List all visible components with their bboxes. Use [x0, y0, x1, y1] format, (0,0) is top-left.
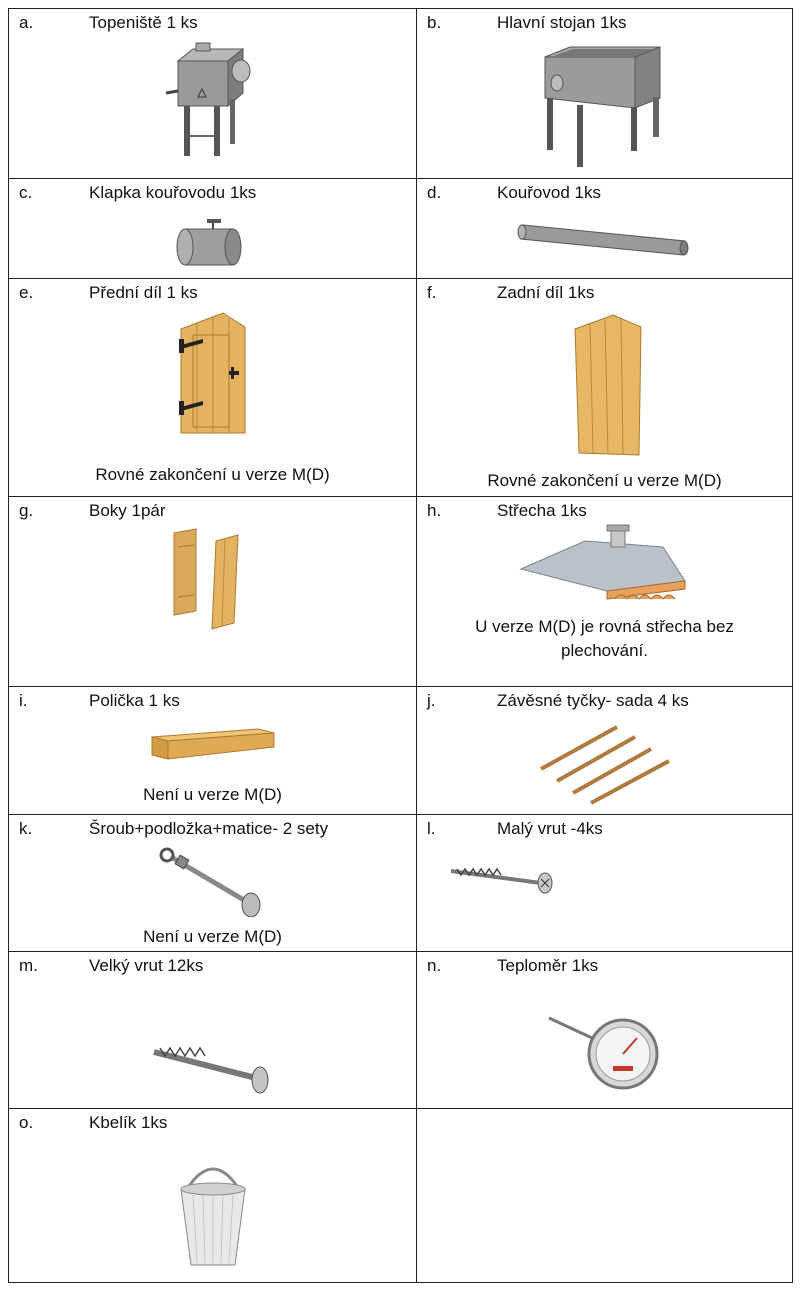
large-screw-icon	[152, 1046, 268, 1094]
part-title: Malý vrut -4ks	[497, 819, 603, 838]
part-note-line: plechování.	[561, 641, 648, 660]
part-letter: n.	[427, 956, 442, 975]
part-cell-e: e. Přední díl 1 ks Rovné zakončení	[8, 278, 417, 497]
hanging-rods-icon	[539, 725, 670, 805]
part-note: Není u verze M(D)	[143, 927, 282, 946]
thermometer-icon	[547, 1016, 658, 1090]
part-cell-l: l. Malý vrut -4ks	[416, 814, 793, 952]
part-letter: l.	[427, 819, 436, 838]
part-title: Topeniště 1 ks	[89, 13, 198, 32]
part-title: Přední díl 1 ks	[89, 283, 198, 302]
firebox-icon	[165, 42, 250, 156]
part-title: Zadní díl 1ks	[497, 283, 595, 302]
part-letter: a.	[19, 13, 34, 32]
roof-icon	[518, 524, 686, 600]
part-note: Není u verze M(D)	[143, 785, 282, 804]
part-note-line: U verze M(D) je rovná střecha bez	[475, 617, 734, 636]
part-cell-n: n. Teploměr 1ks	[416, 951, 793, 1109]
part-cell-a: a. Topeniště 1 ks	[8, 8, 417, 179]
part-letter: h.	[427, 501, 442, 520]
part-cell-j: j. Závěsné tyčky- sada 4 ks	[416, 686, 793, 815]
flue-damper-icon	[176, 219, 241, 266]
part-letter: g.	[19, 501, 34, 520]
small-screw-icon	[450, 867, 553, 894]
part-cell-k: k. Šroub+podložka+matice- 2 sety Není u …	[8, 814, 417, 952]
part-letter: c.	[19, 183, 33, 202]
bucket-icon	[179, 1167, 246, 1266]
part-letter: e.	[19, 283, 34, 302]
part-letter: m.	[19, 956, 38, 975]
part-title: Polička 1 ks	[89, 691, 180, 710]
part-cell-m: m. Velký vrut 12ks	[8, 951, 417, 1109]
part-letter: f.	[427, 283, 437, 302]
part-note: Rovné zakončení u verze M(D)	[95, 465, 330, 484]
table-row: g. Boky 1pár h. Střecha 1ks	[8, 496, 793, 687]
part-title: Hlavní stojan 1ks	[497, 13, 627, 32]
part-title: Závěsné tyčky- sada 4 ks	[497, 691, 689, 710]
part-letter: k.	[19, 819, 33, 838]
part-title: Šroub+podložka+matice- 2 sety	[89, 819, 329, 838]
part-cell-g: g. Boky 1pár	[8, 496, 417, 687]
part-title: Teploměr 1ks	[497, 956, 599, 975]
part-cell-f: f. Zadní díl 1ks Rovné zakončení u verze…	[416, 278, 793, 497]
side-panels-icon	[173, 528, 239, 630]
part-cell-o: o. Kbelík 1ks	[8, 1108, 417, 1283]
shelf-icon	[151, 728, 274, 760]
part-title: Kbelík 1ks	[89, 1113, 168, 1132]
part-letter: o.	[19, 1113, 34, 1132]
empty-cell	[416, 1108, 793, 1283]
part-title: Velký vrut 12ks	[89, 956, 204, 975]
table-row: k. Šroub+podložka+matice- 2 sety Není u …	[8, 814, 793, 952]
table-row: c. Klapka kouřovodu 1ks d. Kouřovod 1ks	[8, 178, 793, 279]
parts-table: a. Topeniště 1 ks b.	[8, 8, 793, 1283]
part-cell-h: h. Střecha 1ks U verze M(D) je rovná stř…	[416, 496, 793, 687]
part-cell-d: d. Kouřovod 1ks	[416, 178, 793, 279]
table-row: a. Topeniště 1 ks b.	[8, 8, 793, 179]
part-note: Rovné zakončení u verze M(D)	[487, 471, 722, 490]
part-cell-c: c. Klapka kouřovodu 1ks	[8, 178, 417, 279]
back-panel-icon	[573, 314, 642, 456]
part-letter: i.	[19, 691, 28, 710]
part-cell-i: i. Polička 1 ks Není u verze M(D)	[8, 686, 417, 815]
flue-pipe-icon	[517, 224, 688, 256]
table-row: o. Kbelík 1ks	[8, 1108, 793, 1283]
part-note: U verze M(D) je rovná střecha bez plecho…	[417, 615, 792, 663]
part-letter: d.	[427, 183, 442, 202]
part-title: Klapka kouřovodu 1ks	[89, 183, 257, 202]
part-letter: j.	[427, 691, 436, 710]
table-row: e. Přední díl 1 ks Rovné zakončení	[8, 278, 793, 497]
table-row: i. Polička 1 ks Není u verze M(D) j. Záv…	[8, 686, 793, 815]
part-cell-b: b. Hlavní stojan 1ks	[416, 8, 793, 179]
main-stand-icon	[544, 46, 660, 167]
front-panel-door-icon	[178, 312, 245, 434]
part-title: Kouřovod 1ks	[497, 183, 601, 202]
bolt-washer-nut-icon	[159, 847, 260, 917]
part-letter: b.	[427, 13, 442, 32]
table-row: m. Velký vrut 12ks n. Teploměr 1ks	[8, 951, 793, 1109]
part-title: Boky 1pár	[89, 501, 166, 520]
part-title: Střecha 1ks	[497, 501, 587, 520]
